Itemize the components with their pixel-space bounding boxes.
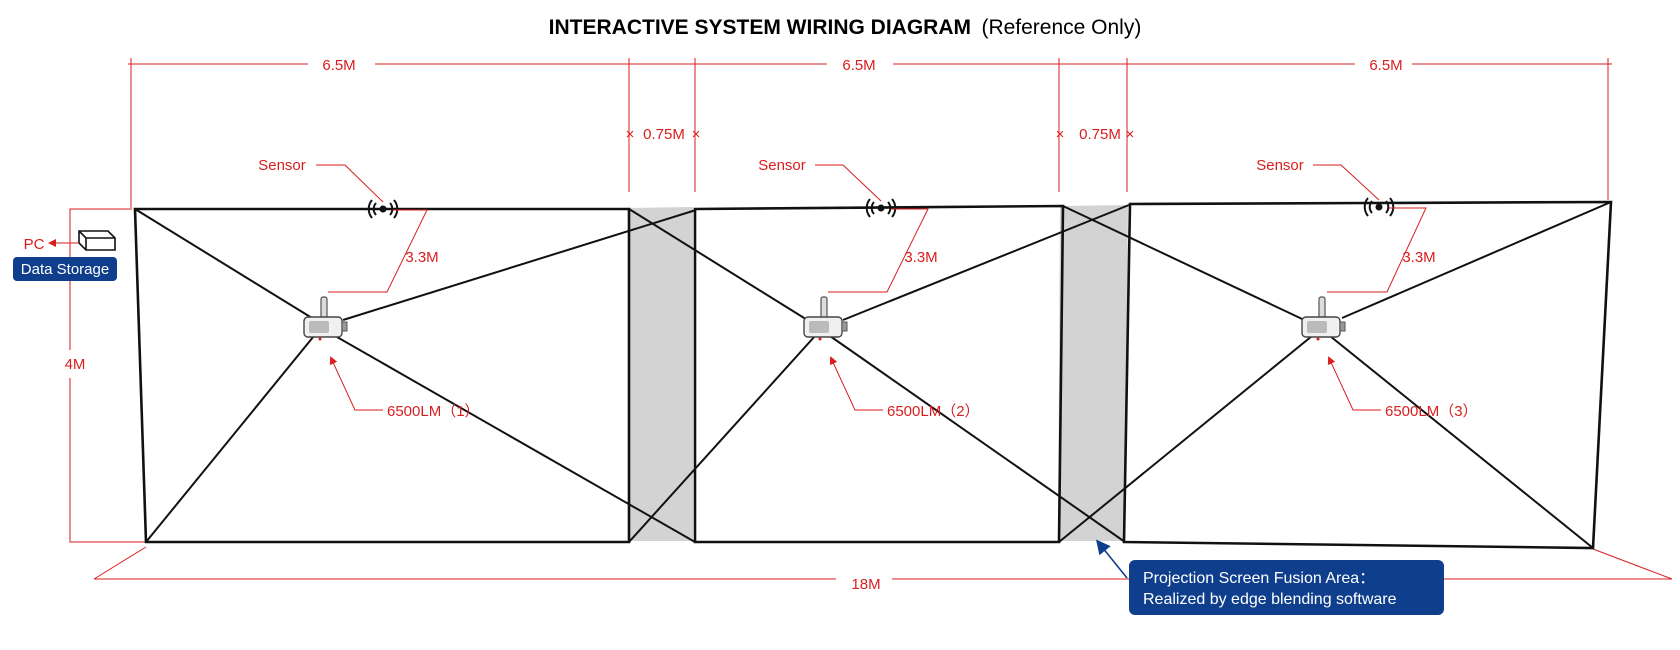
projection-beams-3	[1058, 201, 1612, 549]
dim-label-screen-2: 6.5M	[842, 57, 875, 74]
projector-label-2: 6500LM（2）	[887, 403, 980, 420]
projector-icon-3	[1301, 296, 1346, 342]
diagram-title: INTERACTIVE SYSTEM WIRING DIAGRAM (Refer…	[549, 16, 1142, 39]
fusion-area-1	[628, 207, 693, 541]
pc-label: PC	[24, 236, 45, 253]
gap-marker-left-1: ×	[626, 126, 635, 143]
gap-marker-right-1: ×	[692, 126, 701, 143]
dim-label-screen-3: 6.5M	[1369, 57, 1402, 74]
sensor-icon-2	[865, 198, 897, 218]
projector-icon-1	[303, 296, 348, 342]
top-dimension-line	[128, 58, 1612, 208]
gap-marker-right-2: ×	[1126, 126, 1135, 143]
screen-2	[693, 204, 1065, 544]
sensor-icon-3	[1363, 197, 1395, 217]
sensor-label-2: Sensor	[758, 157, 806, 174]
sensor-callouts	[316, 164, 1380, 203]
sensor-label-1: Sensor	[258, 157, 306, 174]
data-storage-badge: Data Storage	[13, 257, 117, 281]
dim-label-gap-2: 0.75M	[1079, 126, 1121, 143]
title-bold: INTERACTIVE SYSTEM WIRING DIAGRAM	[549, 16, 971, 39]
distance-label-2: 3.3M	[904, 249, 937, 266]
title-note: (Reference Only)	[981, 16, 1141, 39]
screen-3	[1122, 200, 1613, 550]
projection-beams-2	[628, 204, 1130, 543]
fusion-note-badge: Projection Screen Fusion Area： Realized …	[1129, 560, 1444, 615]
sensor-icon-1	[367, 199, 399, 219]
projector-icon-2	[803, 296, 848, 342]
height-dimension-line	[69, 208, 146, 543]
distance-callouts	[328, 207, 1427, 293]
distance-label-1: 3.3M	[405, 249, 438, 266]
fusion-note-arrow	[1095, 539, 1128, 579]
dim-label-height: 4M	[65, 356, 86, 373]
screen-1	[133, 207, 631, 544]
storage-box-icon	[78, 230, 116, 251]
projector-label-1: 6500LM（1）	[387, 403, 480, 420]
dim-label-gap-1: 0.75M	[643, 126, 685, 143]
fusion-note-line-1: Projection Screen Fusion Area：	[1143, 570, 1375, 587]
fusion-note-line-2: Realized by edge blending software	[1143, 591, 1397, 608]
projection-beams-1	[134, 208, 697, 543]
fusion-area-2	[1058, 205, 1128, 541]
gap-marker-left-2: ×	[1056, 126, 1065, 143]
projector-label-3: 6500LM（3）	[1385, 403, 1478, 420]
distance-label-3: 3.3M	[1402, 249, 1435, 266]
data-storage-label: Data Storage	[21, 261, 109, 278]
projector-callouts	[329, 356, 1381, 411]
dim-label-screen-1: 6.5M	[322, 57, 355, 74]
dim-label-total: 18M	[851, 576, 880, 593]
sensor-label-3: Sensor	[1256, 157, 1304, 174]
